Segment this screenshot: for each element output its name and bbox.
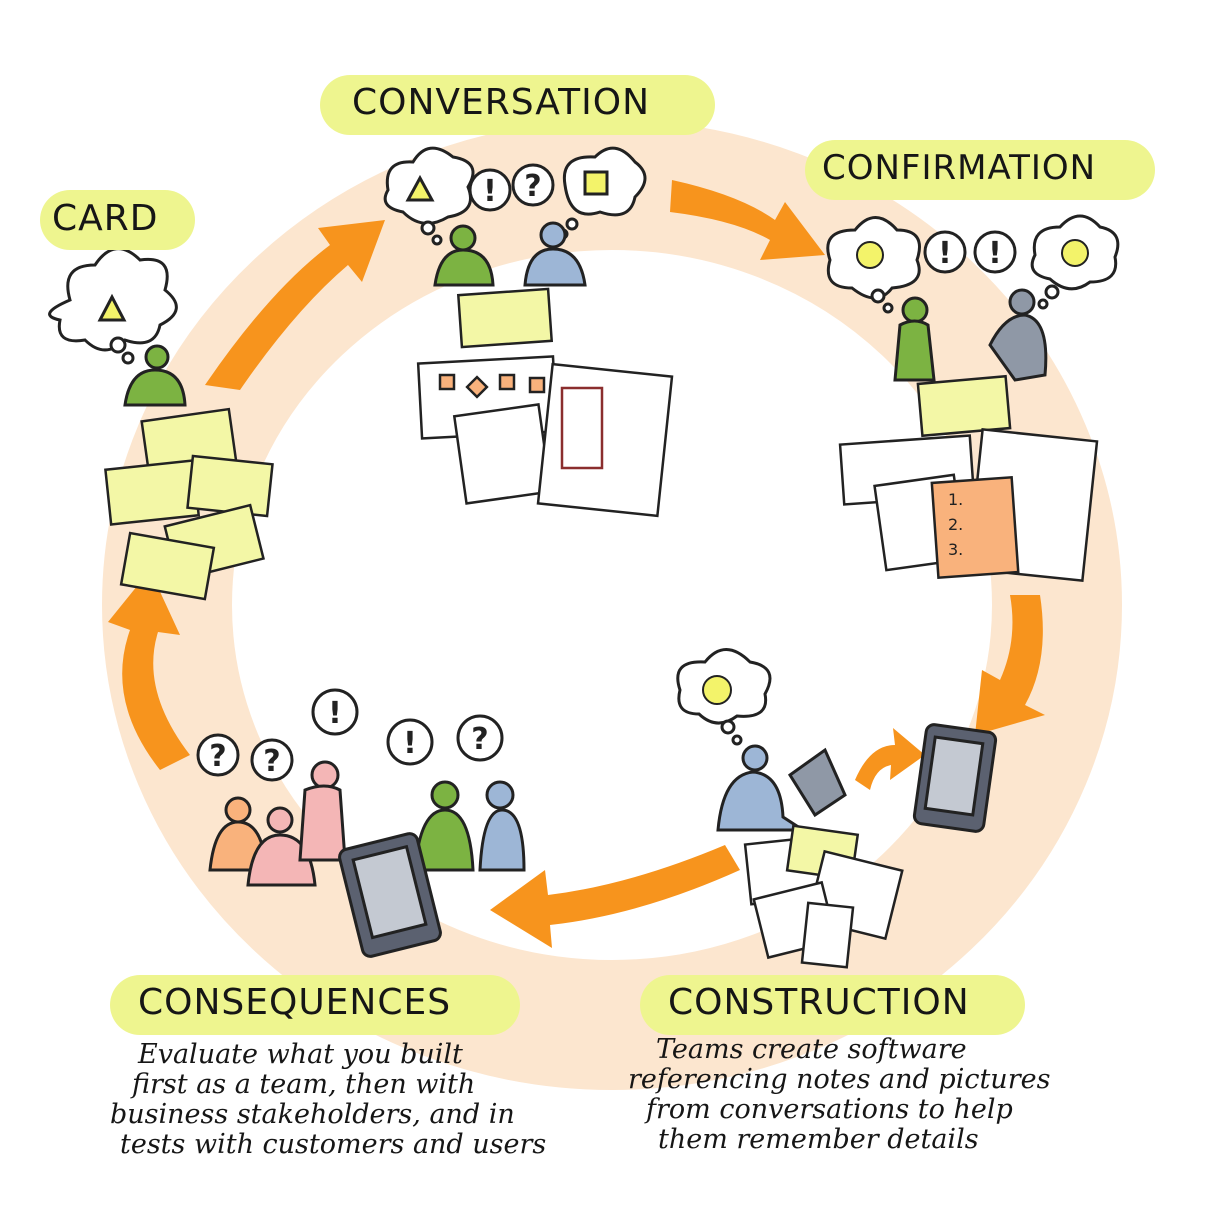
consequences-description-line: tests with customers and users: [120, 1129, 547, 1160]
consequences-description-line: first as a team, then with: [132, 1069, 476, 1100]
arrow-consequences-to-card: [108, 570, 190, 770]
checklist-card: [930, 475, 1020, 580]
checklist-item-3: 3.: [948, 540, 963, 559]
construction-description-line: them remember details: [658, 1124, 979, 1155]
person-green-confirmation: [893, 296, 936, 382]
construction-description-line: referencing notes and pictures: [628, 1064, 1051, 1095]
question-bubble-3: [456, 714, 504, 762]
stage-title-confirmation: CONFIRMATION: [822, 148, 1097, 188]
star-icon: [702, 675, 732, 705]
question-mark-3: ?: [471, 722, 488, 757]
exclamation-bubble-2: [973, 230, 1017, 274]
person-green-card: [123, 344, 187, 407]
stage-title-conversation: CONVERSATION: [352, 82, 651, 123]
person-blue-conversation: [523, 221, 587, 287]
exclamation-bubble: [468, 168, 512, 212]
checklist-item-2: 2.: [948, 515, 963, 534]
exclamation-mark-2: !: [403, 726, 417, 761]
exclamation-mark: !: [938, 236, 952, 271]
person-green-conversation: [433, 224, 495, 287]
question-bubble-2: [250, 738, 294, 782]
card-illustration: [48, 247, 274, 601]
sticky-note: [456, 287, 554, 349]
card-highlight: [40, 190, 195, 250]
stage-title-construction: CONSTRUCTION: [668, 982, 970, 1023]
exclamation-mark: !: [483, 174, 497, 209]
arrow-construction-to-consequences: [490, 845, 740, 948]
checklist-item-1: 1.: [948, 490, 963, 509]
person-blue-developer: [716, 744, 809, 832]
exclamation-bubble: [311, 688, 359, 736]
arrow-conversation-to-confirmation: [670, 180, 825, 260]
consequences-description-line: business stakeholders, and in: [110, 1099, 515, 1130]
construction-description-line: from conversations to help: [646, 1094, 1013, 1125]
star-icon-2: [1061, 239, 1089, 267]
star-icon: [856, 241, 884, 269]
consequences-illustration: ? ? ! ! ?: [196, 688, 526, 958]
construction-illustration: [676, 648, 998, 969]
laptop-icon: [787, 747, 847, 818]
arrow-card-to-conversation: [205, 220, 385, 390]
arrow-confirmation-to-construction: [975, 595, 1045, 735]
question-mark: ?: [524, 169, 541, 204]
sticky-note: [916, 374, 1012, 438]
question-bubble: [511, 163, 555, 207]
stage-title-card: CARD: [52, 198, 159, 239]
question-mark-2: ?: [263, 744, 280, 779]
square-icon: [583, 170, 609, 196]
confirmation-illustration: ! ! 1. 2. 3.: [826, 214, 1120, 583]
cycle-arrows: [108, 180, 1045, 948]
stage-title-consequences: CONSEQUENCES: [138, 982, 452, 1023]
construction-description-line: Teams create software: [656, 1034, 967, 1065]
conversation-illustration: ! ?: [383, 146, 674, 518]
consequences-description: Evaluate what you built first as a team,…: [110, 1040, 546, 1160]
person-blue-team: [478, 780, 526, 872]
exclamation-mark-2: !: [988, 236, 1002, 271]
person-salmon-team: [298, 760, 347, 862]
consequences-highlight: [110, 975, 520, 1035]
person-grey-confirmation: [988, 288, 1048, 382]
exclamation-mark: !: [328, 696, 342, 731]
thought-bubble-triangle-2: [383, 146, 475, 225]
consequences-description-line: Evaluate what you built: [138, 1039, 463, 1070]
question-mark: ?: [209, 739, 226, 774]
mobile-device-icon: [338, 832, 442, 958]
notes-pile: [743, 824, 904, 969]
construction-description: Teams create software referencing notes …: [628, 1035, 1050, 1155]
exclamation-bubble-2: [386, 718, 434, 766]
mobile-device-icon: [912, 723, 998, 833]
question-bubble: [196, 733, 240, 777]
construction-highlight: [640, 975, 1025, 1035]
person-green-team: [413, 780, 475, 872]
person-pink-team: [246, 806, 317, 887]
wireframe-sketch: [452, 362, 674, 518]
triangle-icon: [405, 174, 435, 202]
triangle-icon: [97, 293, 127, 322]
confirmation-highlight: [805, 140, 1155, 200]
arrow-laptop-to-device: [855, 728, 925, 790]
conversation-highlight: [320, 75, 715, 135]
exclamation-bubble: [923, 230, 967, 274]
sticky-note-stack: [104, 407, 274, 601]
